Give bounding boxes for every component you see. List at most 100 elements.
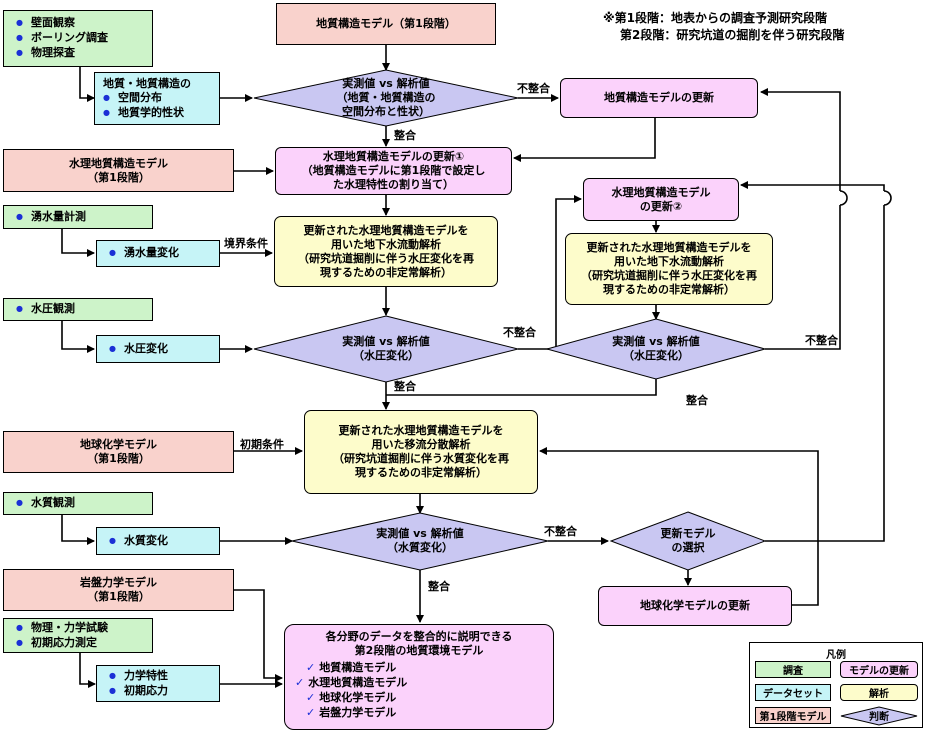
final-item: 地球化学モデル (295, 690, 407, 705)
edge-d3-loop (765, 205, 841, 350)
legend-analysis: 解析 (840, 684, 918, 701)
d3-line: 実測値 vs 解析値 (612, 335, 700, 348)
analysis1-box: 更新された水理地質構造モデルを 用いた地下水流動解析 （研究坑道掘削に伴う水圧変… (274, 216, 498, 287)
d5-text: 更新モデル の選択 (643, 527, 733, 555)
geochem-update-box: 地球化学モデルの更新 (598, 586, 792, 626)
d4-text: 実測値 vs 解析値 （水質変化） (350, 527, 490, 555)
label-match-d4: 整合 (428, 580, 450, 593)
diamond-d3 (545, 318, 767, 380)
pressure-obs-label: 水圧観測 (16, 302, 75, 317)
final-item: 岩盤力学モデル (295, 705, 407, 720)
analysis1-line: 用いた地下水流動解析 (331, 237, 441, 251)
analysis2-line: 現するための非定常解析） (603, 283, 735, 296)
analysis1-line: 現するための非定常解析） (320, 265, 452, 279)
survey-item: ボーリング調査 (16, 31, 108, 46)
geo-data-item: 空間分布 (103, 91, 162, 106)
d2-line: （水圧変化） (353, 349, 419, 362)
geochem-model-line: 地球化学モデル (80, 438, 157, 451)
quality-obs-label: 水質観測 (16, 496, 75, 511)
geo-update-box: 地質構造モデルの更新 (560, 78, 758, 118)
d2-text: 実測値 vs 解析値 （水圧変化） (316, 335, 456, 363)
geochem-model-line: （第1段階） (87, 452, 150, 465)
edge-inflowobs-inflowchange (61, 229, 95, 257)
label-boundary: 境界条件 (224, 237, 268, 250)
legend-dataset: データセット (755, 684, 831, 701)
label-match-d3: 整合 (686, 394, 708, 407)
rock-data-box: 力学特性 初期応力 (96, 665, 220, 702)
pressure-obs-box: 水圧観測 (3, 298, 153, 321)
final-model-box: 各分野のデータを整合的に説明できる 第2段階の地質環境モデル 地質構造モデル 水… (284, 624, 554, 730)
geo-model-label: 地質構造モデル（第1段階） (316, 17, 456, 30)
label-mismatch-d4: 不整合 (544, 525, 577, 538)
survey-item: 壁面観察 (16, 16, 75, 31)
edge-geochemupdate-analysis3 (539, 447, 819, 606)
hydro-update1-box: 水理地質構造モデルの更新① （地質構造モデルに第1段階で設定し た水理特性の割り… (275, 147, 512, 195)
d4-line: 実測値 vs 解析値 (376, 527, 464, 540)
stage-note-1: ※第1段階：地表からの調査予測研究段階 (603, 11, 828, 25)
diamond-d2 (253, 315, 519, 383)
d3-line: （水圧変化） (623, 349, 689, 362)
diamond-d4 (291, 512, 549, 571)
final-item: 水理地質構造モデル (295, 675, 407, 690)
d4-line: （水質変化） (387, 541, 453, 554)
quality-change-label: 水質変化 (109, 534, 168, 549)
analysis3-line: 現するための非定常解析） (355, 466, 487, 479)
legend-model-update: モデルの更新 (840, 661, 918, 678)
edge-d3-analysis3 (386, 379, 657, 396)
survey-box: 壁面観察 ボーリング調査 物理探査 (3, 10, 153, 67)
pressure-change-label: 水圧変化 (109, 342, 168, 357)
d1-text: 実測値 vs 解析値 （地質・地質構造の 空間分布と性状） (306, 77, 466, 119)
analysis2-line: 用いた地下水流動解析 (614, 255, 724, 268)
d1-line: 実測値 vs 解析値 (342, 77, 430, 90)
inflow-obs-label: 湧水量計測 (16, 210, 86, 225)
final-title-line: 第2段階の地質環境モデル (354, 644, 484, 657)
analysis3-line: 更新された水理地質構造モデルを (338, 424, 504, 437)
final-item: 地質構造モデル (295, 660, 407, 675)
hydro-update1-line: 水理地質構造モデルの更新① (322, 150, 465, 163)
d5-line: の選択 (671, 541, 705, 554)
hydro-model-line: （第1段階） (87, 170, 150, 184)
label-match-d1: 整合 (394, 129, 416, 142)
legend-title: 凡例 (826, 650, 846, 661)
quality-change-box: 水質変化 (96, 527, 220, 555)
pressure-change-box: 水圧変化 (96, 335, 220, 363)
legend-stage1-model: 第1段階モデル (755, 707, 831, 724)
rock-tests-item: 初期応力測定 (16, 636, 97, 651)
geochem-model-box: 地球化学モデル （第1段階） (3, 431, 234, 473)
rock-model-line: （第1段階） (87, 590, 150, 603)
geo-update-label: 地質構造モデルの更新 (604, 91, 714, 104)
label-mismatch-d2: 不整合 (503, 326, 536, 339)
diamond-d5 (609, 511, 767, 571)
survey-item: 物理探査 (16, 46, 75, 61)
edge-geoupdate-hydro1 (513, 118, 656, 162)
hydro-update1-line: た水理特性の割り当て） (333, 178, 454, 191)
edge-d5-hydro2 (740, 181, 885, 191)
hydro-update2-line: 水理地質構造モデル (611, 185, 711, 199)
geo-model-box: 地質構造モデル（第1段階） (276, 3, 496, 45)
analysis2-box: 更新された水理地質構造モデルを 用いた地下水流動解析 （研究坑道掘削に伴う水圧変… (565, 233, 773, 305)
edge-qualityobs-change (61, 515, 95, 545)
hydro-model-box: 水理地質構造モデル （第1段階） (3, 149, 234, 192)
hydro-update2-box: 水理地質構造モデル の更新② (583, 178, 739, 221)
edge-rocktests-rockdata (79, 653, 96, 688)
label-initial: 初期条件 (240, 438, 284, 451)
analysis3-line: （研究坑道掘削に伴う水質変化を再 (333, 452, 509, 465)
stage-note-2: 第2段階：研究坑道の掘削を伴う研究段階 (620, 28, 845, 42)
geo-data-line: 地質・地質構造の (103, 76, 191, 90)
d5-line: 更新モデル (660, 527, 716, 540)
edge-pressureobs-change (61, 321, 95, 353)
analysis2-line: 更新された水理地質構造モデルを (586, 241, 752, 254)
diamond-d1 (253, 69, 519, 127)
analysis1-line: 更新された水理地質構造モデルを (303, 223, 469, 237)
edge-d2-hydro2 (518, 195, 582, 350)
final-items: 地質構造モデル 水理地質構造モデル 地球化学モデル 岩盤力学モデル (285, 660, 407, 720)
hydro-update2-line: の更新② (639, 199, 683, 213)
rock-data-item: 力学特性 (109, 669, 168, 684)
analysis2-line: （研究坑道掘削に伴う水圧変化を再 (581, 269, 757, 282)
label-mismatch-d3: 不整合 (805, 334, 838, 347)
legend-decision-shape (840, 706, 918, 726)
inflow-change-label: 湧水量変化 (109, 246, 179, 261)
geochem-update-label: 地球化学モデルの更新 (640, 599, 750, 612)
legend: 凡例 調査 モデルの更新 データセット 解析 第1段階モデル 判断 (749, 642, 923, 728)
analysis3-line: 用いた移流分散解析 (371, 438, 471, 451)
